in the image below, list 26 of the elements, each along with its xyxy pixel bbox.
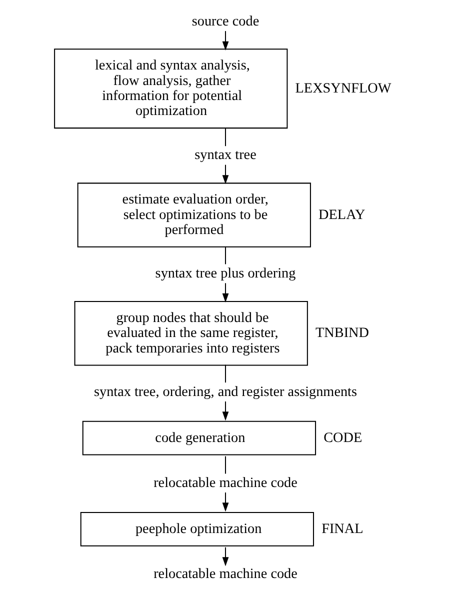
node-box: estimate evaluation order, select optimizations to be performed bbox=[77, 182, 311, 248]
node-text: syntax tree plus ordering bbox=[155, 265, 296, 282]
arrow bbox=[222, 31, 229, 50]
connector bbox=[225, 456, 226, 474]
node-box: group nodes that should be evaluated in the same register, pack temporaries into registers bbox=[74, 301, 308, 366]
arrow bbox=[222, 547, 229, 566]
node-label: DELAY bbox=[318, 206, 366, 223]
arrow bbox=[222, 164, 229, 184]
connector bbox=[225, 364, 226, 383]
node-text: relocatable machine code bbox=[154, 474, 298, 491]
node-label: FINAL bbox=[322, 520, 364, 537]
node-text: relocatable machine code bbox=[154, 566, 298, 582]
arrow bbox=[222, 283, 229, 303]
arrow bbox=[222, 492, 229, 512]
node-label: CODE bbox=[324, 430, 362, 446]
node-text: syntax tree bbox=[194, 147, 256, 164]
node-box: lexical and syntax analysis, flow analysis, gather information for potential optimization bbox=[54, 48, 288, 129]
connector bbox=[225, 246, 226, 264]
node-label: TNBIND bbox=[316, 325, 370, 342]
node-box: peephole optimization bbox=[80, 512, 314, 546]
arrow bbox=[222, 401, 229, 421]
node-text: source code bbox=[192, 14, 260, 30]
node-text: syntax tree, ordering, and register assignments bbox=[94, 384, 357, 400]
node-label: LEXSYNFLOW bbox=[295, 80, 392, 96]
connector bbox=[225, 128, 226, 146]
node-box: code generation bbox=[82, 420, 316, 456]
